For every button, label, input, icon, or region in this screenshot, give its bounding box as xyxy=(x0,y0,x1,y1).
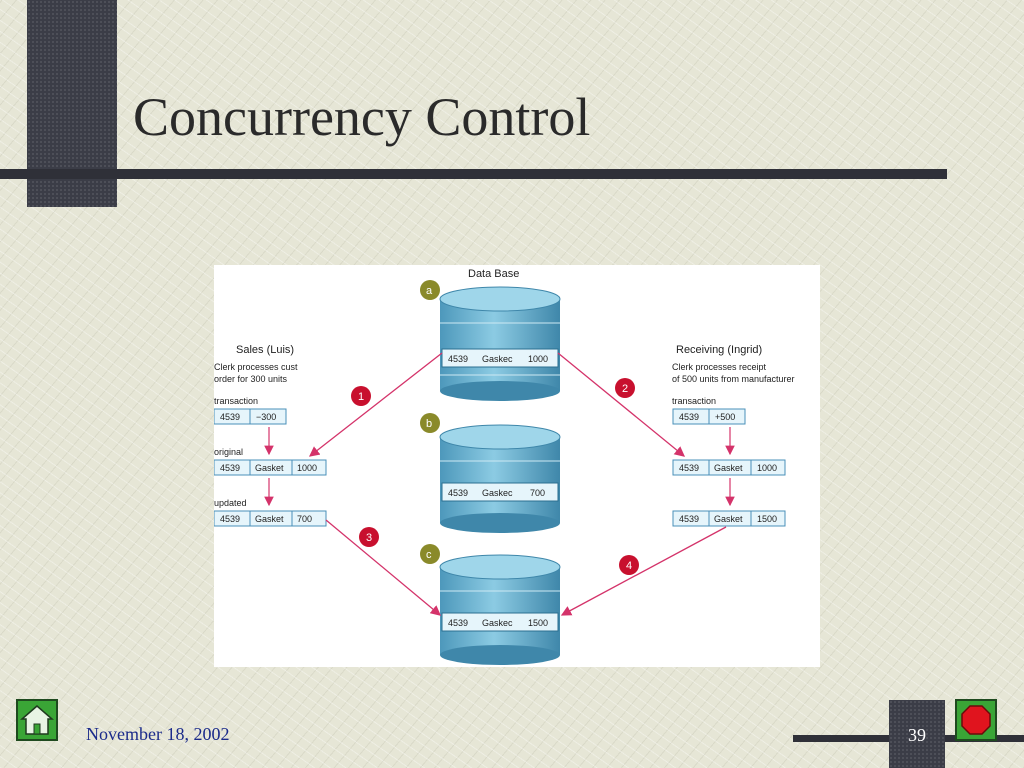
database-cylinder-c: 4539 Gaskec 1500 xyxy=(439,554,561,665)
svg-text:1: 1 xyxy=(358,391,364,403)
db-c-qty: 1500 xyxy=(528,618,548,628)
svg-text:−300: −300 xyxy=(256,412,276,422)
db-a-item: Gaskec xyxy=(482,354,513,364)
stop-icon xyxy=(961,705,991,735)
db-a-id: 4539 xyxy=(448,354,468,364)
db-b-item: Gaskec xyxy=(482,488,513,498)
svg-text:Gasket: Gasket xyxy=(255,514,284,524)
arrow-step-1 xyxy=(308,352,443,457)
arrow-step-3 xyxy=(325,519,441,616)
sales-desc-line1: Clerk processes cust xyxy=(214,362,298,372)
slide-title: Concurrency Control xyxy=(133,87,591,147)
sales-transaction-record: 4539 −300 xyxy=(214,408,287,425)
arrow-step-2 xyxy=(557,352,686,457)
database-heading: Data Base xyxy=(468,268,519,280)
db-c-item: Gaskec xyxy=(482,618,513,628)
svg-text:Gasket: Gasket xyxy=(714,514,743,524)
step-marker-b: b xyxy=(420,413,440,433)
sales-updated-record: 4539 Gasket 700 xyxy=(214,510,327,527)
svg-text:4: 4 xyxy=(626,560,632,572)
sales-original-record: 4539 Gasket 1000 xyxy=(214,459,327,476)
database-cylinder-b: 4539 Gaskec 700 xyxy=(439,424,561,533)
footer-date: November 18, 2002 xyxy=(86,724,230,744)
svg-text:4539: 4539 xyxy=(679,412,699,422)
receiving-desc-line2: of 500 units from manufacturer xyxy=(672,374,795,384)
step-marker-3: 3 xyxy=(359,527,379,547)
page-number: 39 xyxy=(908,725,926,745)
svg-text:c: c xyxy=(426,549,432,561)
db-a-qty: 1000 xyxy=(528,354,548,364)
svg-text:4539: 4539 xyxy=(220,412,240,422)
svg-text:1000: 1000 xyxy=(757,463,777,473)
sales-desc-line2: order for 300 units xyxy=(214,374,288,384)
svg-text:2: 2 xyxy=(622,383,628,395)
svg-text:b: b xyxy=(426,418,432,430)
step-marker-a: a xyxy=(420,280,440,300)
receiving-transaction-record: 4539 +500 xyxy=(672,408,746,425)
svg-text:+500: +500 xyxy=(715,412,735,422)
arrow-step-4 xyxy=(560,526,727,616)
db-b-id: 4539 xyxy=(448,488,468,498)
svg-text:Gasket: Gasket xyxy=(255,463,284,473)
svg-text:3: 3 xyxy=(366,532,372,544)
sales-transaction-label: transaction xyxy=(214,396,258,406)
step-marker-1: 1 xyxy=(351,386,371,406)
svg-text:4539: 4539 xyxy=(679,514,699,524)
title-rule xyxy=(0,169,947,179)
step-marker-c: c xyxy=(420,544,440,564)
step-marker-4: 4 xyxy=(619,555,639,575)
sales-updated-label: updated xyxy=(214,498,247,508)
concurrency-diagram: Data Base 4539 Gaskec 1000 4539 Gaskec 7… xyxy=(214,265,820,667)
receiving-updated-record: 4539 Gasket 1500 xyxy=(672,510,786,527)
database-cylinder-a: 4539 Gaskec 1000 xyxy=(439,286,561,401)
receiving-original-record: 4539 Gasket 1000 xyxy=(672,459,786,476)
svg-text:1500: 1500 xyxy=(757,514,777,524)
home-button[interactable] xyxy=(16,699,58,741)
step-marker-2: 2 xyxy=(615,378,635,398)
home-icon xyxy=(19,705,55,735)
receiving-desc-line1: Clerk processes receipt xyxy=(672,362,767,372)
svg-text:1000: 1000 xyxy=(297,463,317,473)
svg-text:4539: 4539 xyxy=(220,514,240,524)
svg-text:700: 700 xyxy=(297,514,312,524)
svg-text:Gasket: Gasket xyxy=(714,463,743,473)
sales-original-label: original xyxy=(214,447,243,457)
db-b-qty: 700 xyxy=(530,488,545,498)
receiving-transaction-label: transaction xyxy=(672,396,716,406)
page-number-block xyxy=(889,700,945,768)
svg-text:4539: 4539 xyxy=(220,463,240,473)
sales-title: Sales (Luis) xyxy=(236,344,294,356)
stop-button[interactable] xyxy=(955,699,997,741)
svg-text:4539: 4539 xyxy=(679,463,699,473)
db-c-id: 4539 xyxy=(448,618,468,628)
receiving-title: Receiving (Ingrid) xyxy=(676,344,762,356)
svg-text:a: a xyxy=(426,285,433,297)
